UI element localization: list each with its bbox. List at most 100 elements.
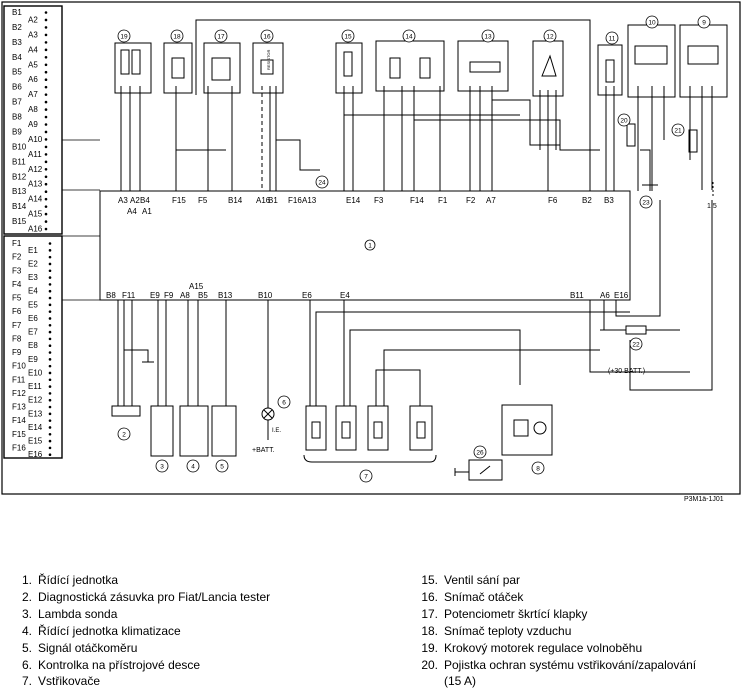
component-number-circle [117,427,131,441]
ecu-bottom-pin: F11 [122,291,136,300]
ecu-top-pin: F2 [466,196,476,205]
connector-pin-dot [44,41,48,44]
component-number-circle [639,195,653,209]
connector-pin-dot [48,439,52,443]
connector-pin-label: B15 [12,217,27,226]
connector-pin-dot [48,310,52,313]
connector-pin-dot [48,289,52,293]
connector-pin-dot [48,262,52,266]
connector-pin-dot [44,182,48,186]
connector-pin-dot [48,405,52,409]
connector-pin-label: A3 [28,30,38,39]
connector-pin-label: A2 [28,15,38,24]
connector-pin-dot [44,160,48,164]
connector-pin-dot [48,385,52,388]
connector-pin-label: E4 [28,287,38,296]
ecu-top-pin: F14 [410,196,424,205]
connector-pin-dot [44,227,48,231]
legend-text: Řídící jednotka klimatizace [38,623,181,638]
connector-pin-label: E11 [28,382,42,391]
connector-pin-label: F1 [12,239,22,248]
component-number: 13 [484,33,492,40]
connector-pin-label: F7 [12,321,22,330]
connector-pin-dot [48,317,52,320]
ecu-top-pin: B4 [140,196,150,205]
legend-item: 19.Krokový motorek regulace volnoběhu [408,640,696,657]
connector-pin-dot [44,168,48,171]
connector-pin-label: F10 [12,362,26,371]
legend-text: Lambda sonda [38,606,118,621]
component-number-circle [531,461,545,475]
connector-pin-dot [44,85,48,89]
connector-pin-label: F12 [12,389,26,398]
connector-pin-label: B13 [12,187,27,196]
component-number-circle [617,113,631,127]
legend-text: Pojistka ochran systému vstřikování/zapa… [444,657,697,672]
connector-pin-label: A10 [28,135,43,144]
connector-pin-label: A15 [28,210,43,219]
legend-number: 4. [21,623,32,638]
connector-pin-label: B2 [12,23,22,32]
ecu-top-pin: B2 [582,196,592,205]
connector-pin-dot [44,190,48,193]
legend-item: 2.Diagnostická zásuvka pro Fiat/Lancia t… [10,589,270,606]
legend-text: Snímač teploty vzduchu [444,623,572,638]
component-number-circle [629,337,643,351]
legend-item: 15.Ventil sání par [408,572,696,589]
legend-item: 20. Pojistka ochran systému vstřikování/z… [408,657,696,674]
connector-pin-label: E2 [28,259,38,268]
component-number-circle [605,31,619,45]
component-number: 17 [217,33,225,40]
ecu-top-pin: B3 [604,196,614,205]
connector-pin-dot [44,197,48,201]
connector-pin-dot [48,344,52,347]
connector-pin-dot [44,26,48,29]
connector-pin-label: E1 [28,246,38,255]
connector-pin-dot [48,296,52,300]
component-number-circle [481,29,495,43]
component-number-circle [260,29,274,43]
connector-pin-label: F14 [12,416,26,425]
component-number: 5 [220,463,224,470]
component-number-circle [186,459,200,473]
legend-item: 18.Snímač teploty vzduchu [408,623,696,640]
connector-pin-label: E15 [28,437,43,446]
component-number: 11 [609,35,616,42]
component-number: 14 [405,33,413,40]
figure-code: P3M1ä-1J01 [684,496,724,503]
connector-pin-dot [44,11,48,14]
component-number: 20 [620,117,628,124]
component-number: 9 [702,19,706,26]
ecu-sub-pin-a1: A1 [142,207,152,216]
connector-pin-label: F4 [12,280,22,289]
component-number-circle [214,29,228,43]
connector-pin-label: A11 [28,150,42,159]
component-number: 16 [263,33,271,40]
component-number-circle [645,15,659,29]
legend-number: 5. [21,640,32,655]
connector-pin-label: E3 [28,273,38,282]
component-number: 18 [173,33,181,40]
ecu-top-pin: F1 [438,196,448,205]
connector-pin-dot [44,130,48,134]
connector-pin-dot [48,364,52,368]
legend-number: 3. [21,606,32,621]
legend-number: 15. [421,573,438,587]
component-number-circle [543,29,557,43]
connector-pin-label: F13 [12,403,26,412]
legend-number: 6. [21,657,32,672]
ecu-top-pin: B1 [268,196,278,205]
connector-pin-dot [44,115,48,119]
connector-pin-label: E14 [28,423,43,432]
legend-number: 17. [421,606,438,621]
connector-pin-label: F2 [12,253,22,262]
ecu-bottom-pin: E6 [302,291,312,300]
connector-pin-label: F3 [12,266,22,275]
ecu-top-pin: A13 [302,196,317,205]
connector-pin-dot [44,78,48,81]
legend-number: 20. [421,657,438,672]
wiring-diagram: B1A2B2A3B3A4B4A5B5A6B6A7B7A8B8A9B9A10B10… [1,1,741,495]
connector-pin-dot [44,18,48,22]
connector-pin-label: A6 [28,75,38,84]
